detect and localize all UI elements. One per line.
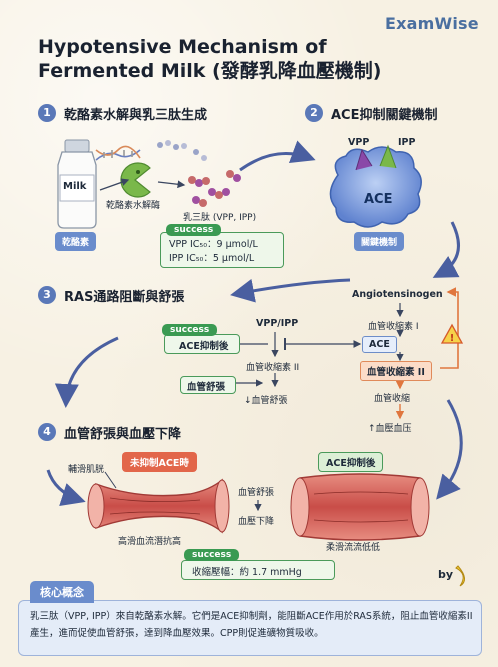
page-title: Hypotensive Mechanism of Fermented Milk … bbox=[38, 36, 382, 82]
key-mechanism-tag: 關鍵機制 bbox=[354, 232, 405, 251]
core-concept-box bbox=[18, 600, 482, 656]
result-box: 收縮壓幅：約 1.7 mmHg bbox=[181, 560, 335, 580]
byline: by bbox=[438, 568, 454, 581]
mid-vasodilation-label: 血管舒張 bbox=[238, 488, 275, 498]
step-2-title: ACE抑制關鍵機制 bbox=[331, 108, 438, 123]
step-4-title: 血管舒張與血壓下降 bbox=[64, 427, 182, 442]
ic50-box: VPP IC₅₀：9 μmol/L IPP IC₅₀：5 μmol/L bbox=[160, 232, 284, 268]
step-4-number: 4 bbox=[38, 423, 56, 441]
bp-up-label: ↑血壓血压 bbox=[368, 424, 412, 434]
left-vessel-caption: 高滑血流潛抗高 bbox=[118, 537, 182, 547]
vpp-ipp-label: VPP/IPP bbox=[256, 318, 299, 329]
brand-logo: ExamWise bbox=[385, 14, 479, 33]
step-1-number: 1 bbox=[38, 104, 56, 122]
dna-icon bbox=[95, 145, 141, 161]
success-badge-4: success bbox=[184, 549, 240, 561]
tripeptide-fragments-icon bbox=[188, 170, 241, 207]
peptide-beads-icon bbox=[157, 140, 207, 161]
smooth-muscle-label: 輔滑肌胱 bbox=[68, 465, 105, 475]
vasoconstriction-label: 血管收縮 bbox=[374, 394, 411, 404]
step-1-title: 乾酪素水解與乳三肽生成 bbox=[64, 108, 208, 123]
ace-box: ACE bbox=[362, 336, 397, 353]
svg-text:!: ! bbox=[450, 333, 455, 344]
ipp-ic50: IPP IC₅₀：5 μmol/L bbox=[169, 253, 255, 264]
ace-enzyme-icon bbox=[329, 144, 422, 228]
angiotensin-i-label: 血管收縮素 I bbox=[368, 322, 419, 332]
milk-bottle-icon bbox=[57, 139, 97, 229]
vasodilation-box: 血管舒張 bbox=[180, 376, 236, 394]
angiotensin-ii-box: 血管收縮素 II bbox=[360, 361, 432, 381]
before-inhibition-tag: 未抑制ACE時 bbox=[122, 452, 197, 472]
tripeptide-label: 乳三肽 (VPP, IPP) bbox=[183, 213, 257, 223]
mid-bp-down-label: 血壓下降 bbox=[238, 517, 275, 527]
success-badge-3: success bbox=[162, 324, 218, 336]
ace-label: ACE bbox=[364, 192, 393, 207]
vpp-label: VPP bbox=[348, 137, 370, 148]
constricted-vessel-icon bbox=[87, 478, 230, 534]
enzyme-label: 乾酪素水解酶 bbox=[106, 201, 161, 211]
warning-icon: ! bbox=[440, 323, 464, 344]
ace-inhibited-box: ACE抑制後 bbox=[164, 334, 240, 354]
step-3-number: 3 bbox=[38, 286, 56, 304]
ipp-label: IPP bbox=[398, 137, 416, 148]
banana-icon bbox=[455, 565, 465, 587]
core-concept-tab: 核心概念 bbox=[30, 581, 94, 603]
vpp-ic50: VPP IC₅₀：9 μmol/L bbox=[169, 239, 258, 250]
core-concept-text: 乳三肽（VPP, IPP）來自乾酪素水解。它們是ACE抑制劑，能阻斷ACE作用於… bbox=[30, 611, 473, 639]
casein-tag: 乾酪素 bbox=[55, 232, 97, 251]
angiotensinogen-label: Angiotensinogen bbox=[352, 289, 443, 300]
step-3-title: RAS通路阻斷與舒張 bbox=[64, 290, 185, 305]
dilated-vessel-icon bbox=[290, 473, 430, 541]
step-2-number: 2 bbox=[305, 104, 323, 122]
milk-label: Milk bbox=[63, 181, 87, 192]
enzyme-icon bbox=[120, 162, 151, 198]
angiotensin-ii-left: 血管收縮素 II bbox=[246, 363, 300, 373]
success-badge-1: success bbox=[166, 224, 222, 236]
right-vessel-caption: 柔滑流流低低 bbox=[326, 543, 381, 553]
bp-down-label: ↓血管舒張 bbox=[244, 396, 288, 406]
after-inhibition-tag: ACE抑制後 bbox=[318, 452, 384, 472]
